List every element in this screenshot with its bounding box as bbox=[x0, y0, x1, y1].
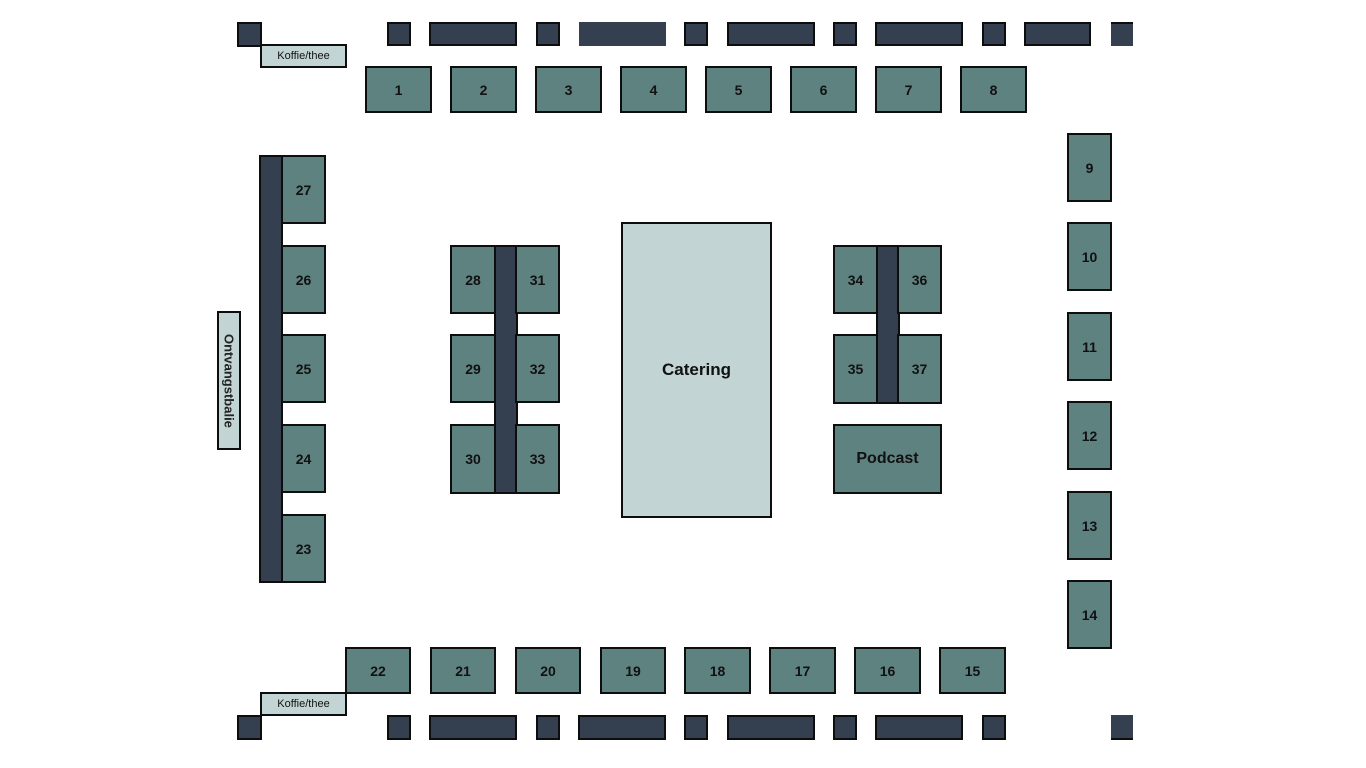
coffee-tea-label-bottom: Koffie/thee bbox=[260, 692, 347, 716]
wall-segment bbox=[536, 715, 560, 740]
booth-21[interactable]: 21 bbox=[430, 647, 496, 694]
booth-8[interactable]: 8 bbox=[960, 66, 1027, 113]
left-wall-bar bbox=[259, 155, 283, 583]
booth-33[interactable]: 33 bbox=[515, 424, 560, 494]
wall-segment bbox=[1111, 715, 1133, 740]
booth-17[interactable]: 17 bbox=[769, 647, 836, 694]
wall-segment bbox=[684, 22, 708, 46]
booth-6[interactable]: 6 bbox=[790, 66, 857, 113]
wall-segment bbox=[833, 22, 857, 46]
wall-segment bbox=[578, 715, 666, 740]
booth-14[interactable]: 14 bbox=[1067, 580, 1112, 649]
booth-32[interactable]: 32 bbox=[515, 334, 560, 403]
booth-25[interactable]: 25 bbox=[281, 334, 326, 403]
booth-28[interactable]: 28 bbox=[450, 245, 496, 314]
booth-15[interactable]: 15 bbox=[939, 647, 1006, 694]
wall-segment bbox=[387, 22, 411, 46]
booth-2[interactable]: 2 bbox=[450, 66, 517, 113]
wall-segment bbox=[982, 715, 1006, 740]
booth-24[interactable]: 24 bbox=[281, 424, 326, 493]
booth-4[interactable]: 4 bbox=[620, 66, 687, 113]
wall-segment bbox=[875, 715, 963, 740]
booth-13[interactable]: 13 bbox=[1067, 491, 1112, 560]
booth-27[interactable]: 27 bbox=[281, 155, 326, 224]
wall-segment bbox=[237, 22, 262, 47]
wall-segment bbox=[727, 715, 815, 740]
wall-segment bbox=[1111, 22, 1133, 46]
booth-29[interactable]: 29 bbox=[450, 334, 496, 403]
coffee-tea-label-top: Koffie/thee bbox=[260, 44, 347, 68]
booth-18[interactable]: 18 bbox=[684, 647, 751, 694]
booth-31[interactable]: 31 bbox=[515, 245, 560, 314]
wall-segment bbox=[429, 22, 517, 46]
podcast-booth[interactable]: Podcast bbox=[833, 424, 942, 494]
booth-7[interactable]: 7 bbox=[875, 66, 942, 113]
wall-segment bbox=[579, 22, 666, 46]
booth-19[interactable]: 19 bbox=[600, 647, 666, 694]
wall-segment bbox=[536, 22, 560, 46]
wall-segment bbox=[1024, 22, 1091, 46]
booth-11[interactable]: 11 bbox=[1067, 312, 1112, 381]
booth-20[interactable]: 20 bbox=[515, 647, 581, 694]
booth-1[interactable]: 1 bbox=[365, 66, 432, 113]
booth-9[interactable]: 9 bbox=[1067, 133, 1112, 202]
booth-16[interactable]: 16 bbox=[854, 647, 921, 694]
wall-segment bbox=[833, 715, 857, 740]
island-right-wall bbox=[876, 245, 900, 404]
booth-3[interactable]: 3 bbox=[535, 66, 602, 113]
reception-desk: Ontvangstbalie bbox=[217, 311, 241, 450]
booth-23[interactable]: 23 bbox=[281, 514, 326, 583]
wall-segment bbox=[875, 22, 963, 46]
wall-segment bbox=[237, 715, 262, 740]
booth-35[interactable]: 35 bbox=[833, 334, 878, 404]
wall-segment bbox=[387, 715, 411, 740]
booth-37[interactable]: 37 bbox=[897, 334, 942, 404]
booth-30[interactable]: 30 bbox=[450, 424, 496, 494]
wall-segment bbox=[727, 22, 815, 46]
booth-12[interactable]: 12 bbox=[1067, 401, 1112, 470]
booth-10[interactable]: 10 bbox=[1067, 222, 1112, 291]
booth-22[interactable]: 22 bbox=[345, 647, 411, 694]
booth-26[interactable]: 26 bbox=[281, 245, 326, 314]
booth-34[interactable]: 34 bbox=[833, 245, 878, 314]
booth-5[interactable]: 5 bbox=[705, 66, 772, 113]
booth-36[interactable]: 36 bbox=[897, 245, 942, 314]
wall-segment bbox=[684, 715, 708, 740]
catering-area[interactable]: Catering bbox=[621, 222, 772, 518]
wall-segment bbox=[982, 22, 1006, 46]
wall-segment bbox=[429, 715, 517, 740]
